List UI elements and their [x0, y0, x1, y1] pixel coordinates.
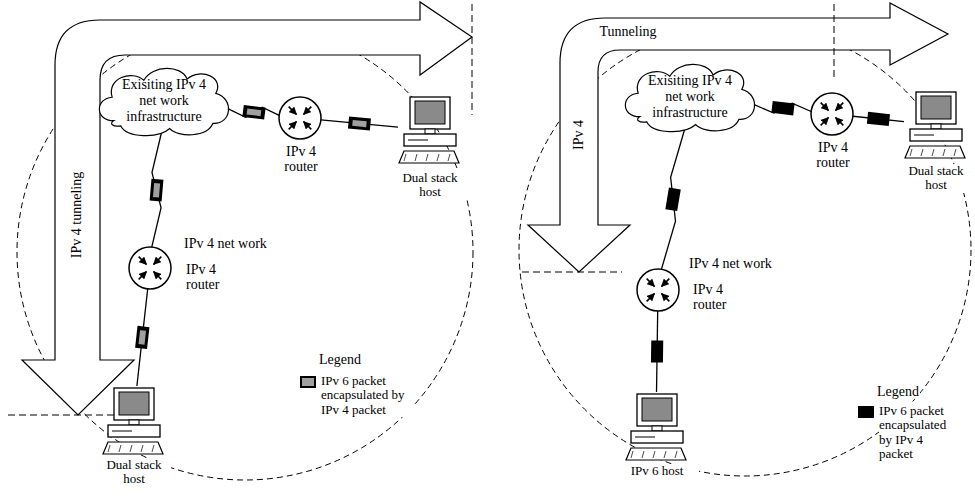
dashed-marker — [8, 415, 128, 416]
packet-icon — [150, 179, 164, 202]
cloud-label: Exisiting IPv 4 net work infrastructure — [92, 62, 236, 140]
host-label: IPv 6 host — [615, 464, 699, 478]
host-label: Dual stack host — [393, 171, 467, 200]
dashed-marker — [834, 4, 835, 80]
computer-icon — [904, 90, 966, 160]
packet-icon — [867, 112, 890, 126]
host-computer: Dual stack host — [398, 95, 460, 165]
computer-icon — [625, 392, 687, 462]
tunnel-arrow — [22, 2, 472, 415]
packet-icon — [665, 187, 680, 211]
network-cloud: Exisiting IPv 4 net work infrastructure — [92, 62, 236, 140]
packet-icon — [242, 105, 265, 120]
cloud-label: Exisiting IPv 4 net work infrastructure — [618, 58, 762, 136]
router-label: IPv 4 router — [276, 144, 326, 175]
packet-icon — [771, 101, 794, 116]
arrow-label: IPv 4 tunneling — [69, 171, 84, 259]
router-label: IPv 4 router — [185, 262, 235, 293]
legend-text: IPv 6 packet encapsulated by IPv 4 packe… — [321, 374, 414, 417]
packet-icon — [135, 326, 149, 349]
legend-heading: Legend — [318, 352, 362, 367]
host-label: Dual stack host — [902, 164, 970, 193]
router-node: IPv 4 router — [810, 92, 854, 136]
dashed-marker — [522, 272, 622, 273]
host-label: Dual stack host — [97, 458, 171, 487]
network-cloud: Exisiting IPv 4 net work infrastructure — [618, 58, 762, 136]
lan-link — [321, 120, 398, 127]
wan-link — [661, 129, 684, 269]
legend-swatch — [858, 406, 874, 418]
router-node: IPv 4 net workIPv 4 router — [636, 268, 680, 312]
router-label: IPv 4 router — [692, 282, 742, 313]
arrow-label: IPv 4 — [571, 119, 586, 151]
lan-link — [853, 116, 904, 121]
router-node: IPv 4 router — [278, 96, 322, 140]
host-computer: Dual stack host — [904, 90, 966, 160]
router-symbol — [128, 246, 172, 290]
router-label: IPv 4 net work — [688, 256, 773, 271]
legend-text: IPv 6 packet encapsulated by IPv 4 packe… — [879, 404, 954, 461]
packet-icon — [348, 117, 371, 131]
router-symbol — [278, 96, 322, 140]
host-computer: IPv 6 host — [625, 392, 687, 462]
legend-entry: IPv 6 packet encapsulated by IPv 4 packe… — [858, 404, 954, 461]
router-symbol — [636, 268, 680, 312]
arrow-label: Tunneling — [598, 24, 657, 39]
router-node: IPv 4 net workIPv 4 router — [128, 246, 172, 290]
legend-swatch — [300, 376, 316, 388]
router-label: IPv 4 net work — [183, 236, 268, 251]
packet-icon — [651, 340, 663, 362]
dashed-marker — [472, 4, 473, 115]
legend-heading: Legend — [876, 384, 920, 399]
host-computer: Dual stack host — [102, 386, 164, 456]
computer-icon — [102, 386, 164, 456]
tunnel-arrow — [528, 3, 948, 272]
router-label: IPv 4 router — [808, 140, 858, 171]
router-symbol — [810, 92, 854, 136]
legend-entry: IPv 6 packet encapsulated by IPv 4 packe… — [300, 374, 414, 417]
computer-icon — [398, 95, 460, 165]
